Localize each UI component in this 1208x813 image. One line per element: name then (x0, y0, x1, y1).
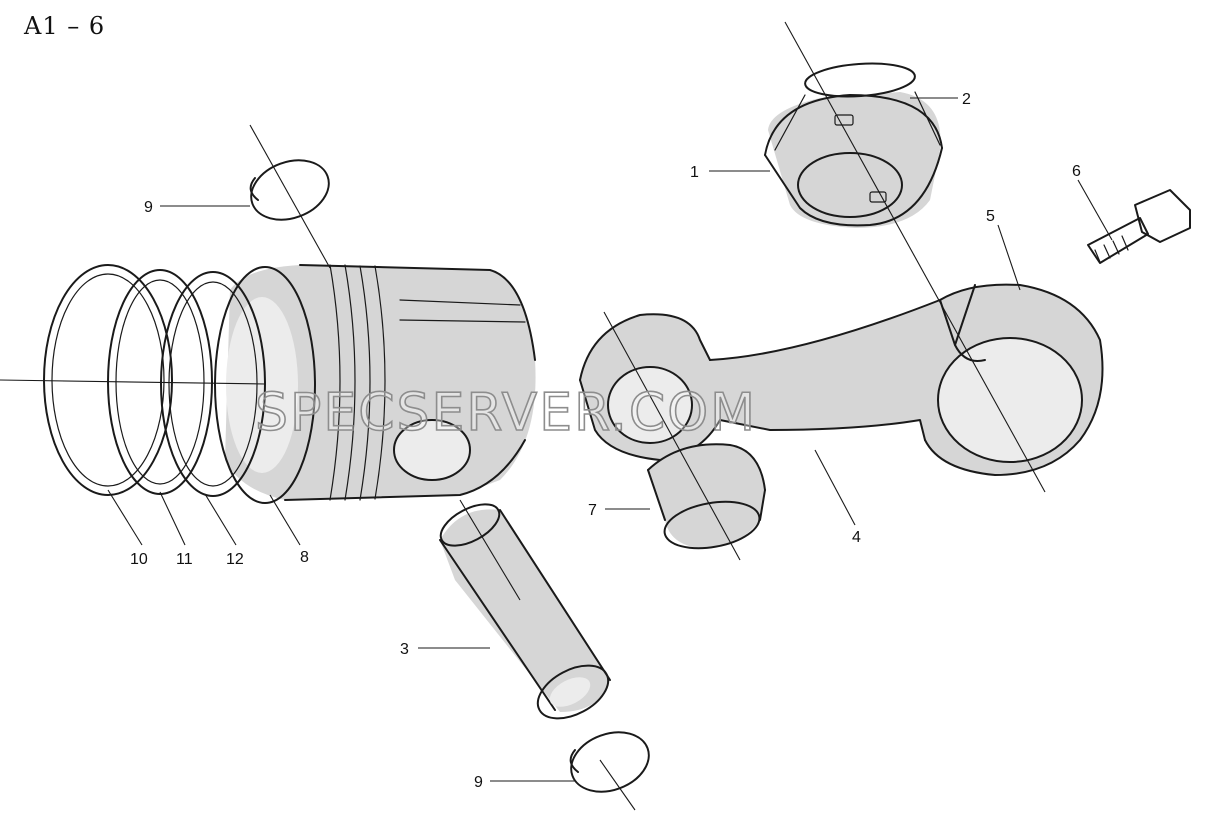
callout-8: 8 (300, 549, 309, 566)
bearing-bush (764, 62, 943, 228)
callout-10: 10 (130, 551, 148, 568)
piston (214, 264, 536, 504)
callout-4: 4 (852, 529, 861, 546)
connecting-rod (579, 283, 1104, 476)
callout-3: 3 (400, 641, 409, 658)
circlip-upper (249, 159, 330, 221)
axis-lines (0, 21, 1046, 811)
connecting-rod-bolt (1087, 189, 1191, 264)
callout-11: 11 (176, 551, 193, 568)
callout-1: 1 (690, 164, 699, 181)
callout-2: 2 (962, 91, 971, 108)
small-end-bush (647, 443, 766, 550)
callout-7: 7 (588, 502, 597, 519)
callout-9-lower: 9 (474, 774, 483, 791)
callout-6: 6 (1072, 163, 1081, 180)
piston-pin (439, 503, 611, 720)
watermark: SPECSERVER.COM (255, 383, 757, 443)
leader-lines (107, 97, 1113, 782)
callout-labels: 1 2 3 4 5 6 7 8 9 9 10 11 12 (130, 91, 1081, 791)
figure-title: A1 – 6 (24, 12, 106, 40)
callout-12: 12 (226, 551, 244, 568)
callout-9-upper: 9 (144, 199, 153, 216)
circlip-lower (569, 731, 650, 793)
callout-5: 5 (986, 208, 995, 225)
